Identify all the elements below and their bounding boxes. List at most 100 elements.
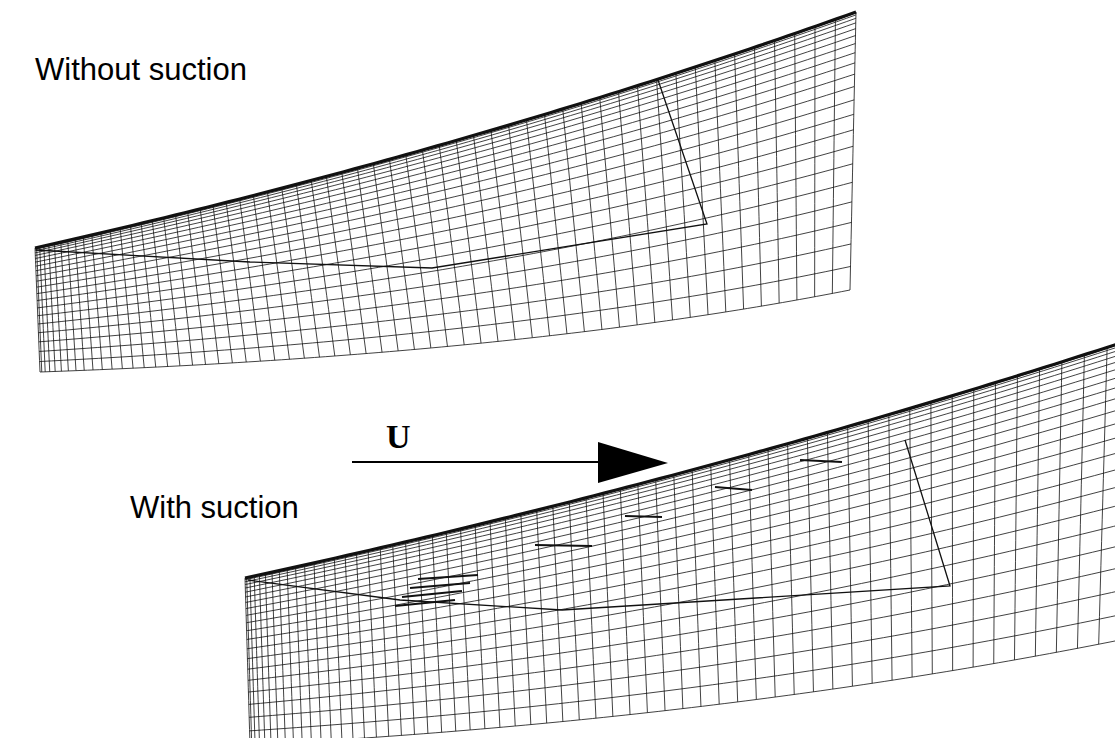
suction-slot <box>410 583 470 588</box>
grid-line <box>282 188 305 358</box>
grid-line <box>246 407 1115 615</box>
grid-line <box>754 47 761 306</box>
grid-line <box>35 29 855 256</box>
grid-line <box>676 73 690 317</box>
grid-line <box>342 172 366 353</box>
grid-line <box>35 15 856 249</box>
grid-line <box>247 450 1115 639</box>
grid-line <box>553 506 563 721</box>
velocity-symbol: U <box>386 418 411 456</box>
grid-line <box>61 242 69 371</box>
grid-line <box>245 365 1115 592</box>
grid-line <box>39 222 852 341</box>
grid-line <box>356 553 364 738</box>
grid-line <box>889 415 892 681</box>
grid-line <box>40 290 850 372</box>
grid-line <box>245 341 1115 579</box>
grid-line <box>36 53 855 266</box>
grid-line <box>537 510 547 723</box>
suction-slot <box>800 460 842 462</box>
grid-line <box>490 522 500 728</box>
grid-line <box>749 455 757 700</box>
grid-line <box>827 432 832 689</box>
grid-line <box>419 539 428 734</box>
grid-line <box>692 470 701 707</box>
grid-line <box>36 74 855 276</box>
grid-line <box>83 237 93 370</box>
grid-line <box>795 34 797 300</box>
grid-line <box>36 86 854 281</box>
grid-line <box>373 164 398 351</box>
grid-line <box>807 438 813 692</box>
grid-line <box>368 551 376 738</box>
grid-line <box>36 44 856 263</box>
grid-line <box>39 244 851 352</box>
grid-line <box>545 114 567 333</box>
grid-line <box>868 421 872 684</box>
suction-slot <box>535 545 592 546</box>
grid-line <box>474 135 499 341</box>
grid-line <box>245 343 1115 580</box>
suction-slot <box>418 575 478 579</box>
grid-line <box>37 130 853 301</box>
grid-line <box>380 548 388 736</box>
grid-line <box>245 358 1115 588</box>
grid-line <box>775 40 780 303</box>
grid-line <box>37 248 42 372</box>
grid-line <box>249 590 1115 717</box>
grid-line <box>35 18 856 251</box>
grid-line <box>248 504 1115 669</box>
grid-line <box>931 402 932 674</box>
grid-line <box>267 192 289 359</box>
grid-line <box>68 241 76 371</box>
grid-line <box>49 245 55 372</box>
grid-line <box>619 92 638 325</box>
grid-line <box>600 98 620 328</box>
grid-line <box>521 514 531 724</box>
grid-line <box>246 374 1115 597</box>
grid-line <box>250 640 1115 738</box>
grid-line <box>505 518 515 726</box>
grid-line <box>695 67 708 315</box>
grid-line <box>250 615 1115 731</box>
grid-line <box>406 155 431 348</box>
grid-line <box>176 215 193 365</box>
grid-line <box>164 218 180 366</box>
panel-title: With suction <box>130 490 299 526</box>
grid-line <box>92 235 102 370</box>
suction-slot <box>395 600 455 606</box>
suction-slot <box>715 487 752 490</box>
grid-line <box>788 444 795 695</box>
grid-line <box>656 480 665 711</box>
wing-mesh <box>35 12 856 372</box>
planform-outline <box>36 80 707 268</box>
grid-line <box>973 389 975 667</box>
grid-line <box>296 184 319 357</box>
grid-line <box>730 460 738 702</box>
grid-line <box>406 542 415 734</box>
grid-line <box>848 427 853 687</box>
grid-line <box>715 61 726 312</box>
grid-line <box>247 435 1115 631</box>
grid-line <box>311 180 335 356</box>
grid-line <box>130 226 144 368</box>
grid-line <box>637 86 654 323</box>
grid-line <box>620 489 630 715</box>
grid-line <box>768 449 775 697</box>
grid-line <box>446 532 455 731</box>
grid-line <box>994 383 996 664</box>
grid-line <box>345 556 353 738</box>
planform-outline <box>248 440 950 610</box>
grid-line <box>563 109 585 332</box>
grid-line <box>461 529 471 730</box>
grid-line <box>432 536 441 733</box>
grid-line <box>334 558 342 738</box>
grid-line <box>581 103 602 329</box>
suction-slot <box>402 591 462 597</box>
grid-line <box>35 23 856 253</box>
grid-line <box>735 54 744 309</box>
grid-line <box>247 467 1115 649</box>
grid-line <box>152 221 167 367</box>
grid-line <box>54 244 61 372</box>
grid-line <box>674 475 683 709</box>
